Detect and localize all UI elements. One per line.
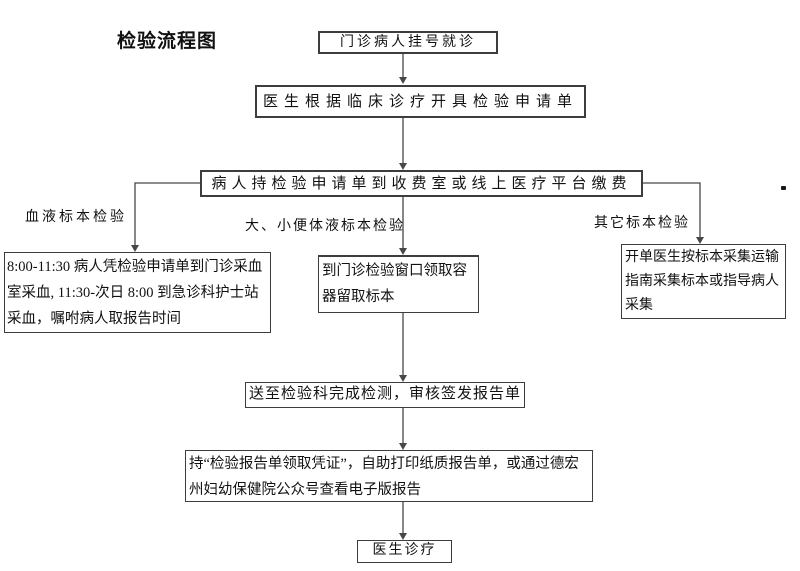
- arrowhead-register-order: [399, 77, 407, 84]
- connector-pay-other: [643, 182, 701, 238]
- arrowhead-lab-report: [399, 443, 407, 450]
- node-get-specimen-container: 到门诊检验窗口领取容器留取标本: [318, 255, 479, 313]
- branch-label-other-specimen: 其它标本检验: [594, 216, 690, 231]
- branch-label-stool-urine-body-fluid-specimen: 大、小便体液标本检验: [245, 219, 405, 234]
- arrowhead-order-pay: [399, 163, 407, 170]
- node-doctor-issues-test-request: 医生根据临床诊疗开具检验申请单: [255, 85, 586, 118]
- arrowhead-pay-container: [399, 248, 407, 255]
- node-payment: 病人持检验申请单到收费室或线上医疗平台缴费: [200, 170, 643, 197]
- stray-ink-mark: [781, 186, 786, 190]
- arrowhead-container-lab: [399, 375, 407, 382]
- page-title: 检验流程图: [117, 31, 218, 52]
- arrowhead-report-diagnosis: [399, 533, 407, 540]
- branch-label-blood-specimen: 血液标本检验: [25, 210, 127, 225]
- node-lab-testing-report-signoff: 送至检验科完成检测，审核签发报告单: [245, 382, 525, 408]
- arrowhead-pay-other: [696, 237, 704, 244]
- node-outpatient-registration: 门诊病人挂号就诊: [318, 31, 498, 54]
- node-report-retrieval: 持“检验报告单领取凭证”，自助打印纸质报告单，或通过德宏州妇幼保健院公众号查看电…: [185, 450, 593, 502]
- connector-pay-blood: [134, 182, 200, 246]
- node-blood-collection: 8:00-11:30 病人凭检验申请单到门诊采血室采血, 11:30-次日 8:…: [4, 252, 271, 333]
- node-doctor-diagnosis: 医生诊疗: [357, 540, 452, 563]
- arrowhead-pay-blood: [131, 245, 139, 252]
- node-other-specimen-collection: 开单医生按标本采集运输指南采集标本或指导病人采集: [621, 244, 786, 319]
